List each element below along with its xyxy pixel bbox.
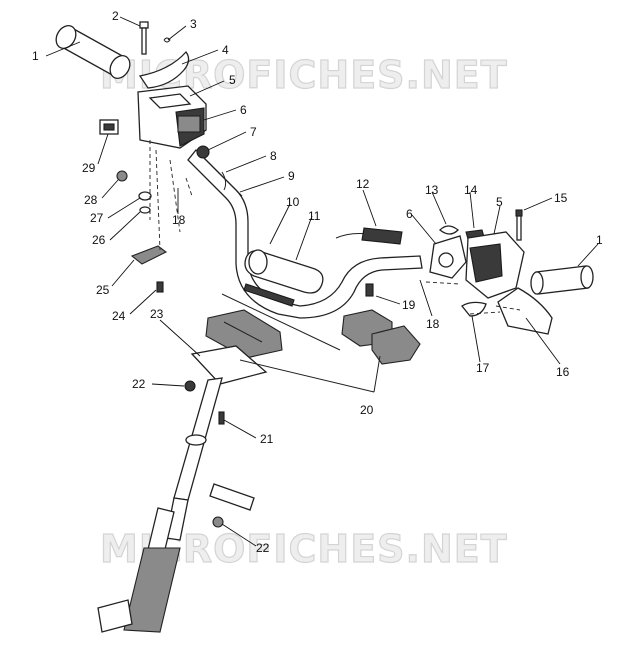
steering-post [165,377,223,541]
bracket-25 [130,245,168,265]
callout-11: 11 [308,209,321,223]
callout-20: 20 [360,403,374,417]
left-switch-housing [137,85,207,149]
bolt-2 [139,21,149,55]
washer-26 [139,206,151,214]
callout-23: 23 [150,307,164,321]
right-switch-housing [429,231,525,299]
callout-10: 10 [286,195,300,209]
callout-16: 16 [556,365,570,379]
callout-9: 9 [288,169,295,183]
callout-21: 21 [260,432,274,446]
callout-1-right: 1 [596,233,603,247]
callout-13: 13 [425,183,439,197]
nut-22-upper [184,380,196,392]
callout-6-right: 6 [406,207,413,221]
callout-18-left: 18 [172,213,186,227]
callout-6-left: 6 [240,103,247,117]
callout-8: 8 [270,149,277,163]
lever-bracket-16 [497,287,553,335]
bushing [209,483,255,511]
callout-5-left: 5 [229,73,236,87]
callout-15: 15 [554,191,568,205]
mount-plate-23 [190,345,268,385]
nut-28 [116,170,128,182]
assembly-line-center [221,293,381,393]
throttle-cable [335,227,403,245]
callout-22-lower: 22 [256,541,270,555]
callout-4: 4 [222,43,229,57]
upper-clamp-23 [205,309,283,359]
leader-lines [45,16,599,547]
cable-8 [221,171,227,191]
callout-26: 26 [92,233,106,247]
assembly-line-left [149,140,193,251]
callout-28: 28 [84,193,98,207]
callout-3: 3 [190,17,197,31]
clip-3 [163,37,171,43]
callout-29: 29 [82,161,96,175]
knob-7 [196,145,210,159]
callout-2: 2 [112,9,119,23]
callout-22-upper: 22 [132,377,146,391]
lower-post [97,507,181,633]
callout-25: 25 [96,283,110,297]
clip-17 [461,301,487,317]
callout-17: 17 [476,361,490,375]
nut-22-lower [212,516,224,528]
left-grip [55,25,131,79]
right-grip [530,265,594,295]
callout-19: 19 [402,298,416,312]
clamp-lower-right [371,325,421,365]
assembly-line-right [425,281,521,315]
switch-29 [99,119,119,135]
callout-24: 24 [112,309,126,323]
handlebar-pad [243,249,324,307]
screw-21 [218,411,225,425]
screw-15 [515,209,523,241]
cap-13 [439,225,459,235]
callout-7: 7 [250,125,257,139]
screw-24 [156,281,164,293]
callout-27: 27 [90,211,104,225]
washer-27 [138,191,152,201]
callout-5-right: 5 [496,195,503,209]
callout-1-left: 1 [32,49,39,63]
handlebar [187,149,423,319]
callout-14: 14 [464,183,478,197]
callout-labels: 1 2 3 4 5 6 7 8 9 10 11 12 13 14 15 1 5 … [32,9,603,555]
callout-18-right: 18 [426,317,440,331]
callout-12: 12 [356,177,370,191]
